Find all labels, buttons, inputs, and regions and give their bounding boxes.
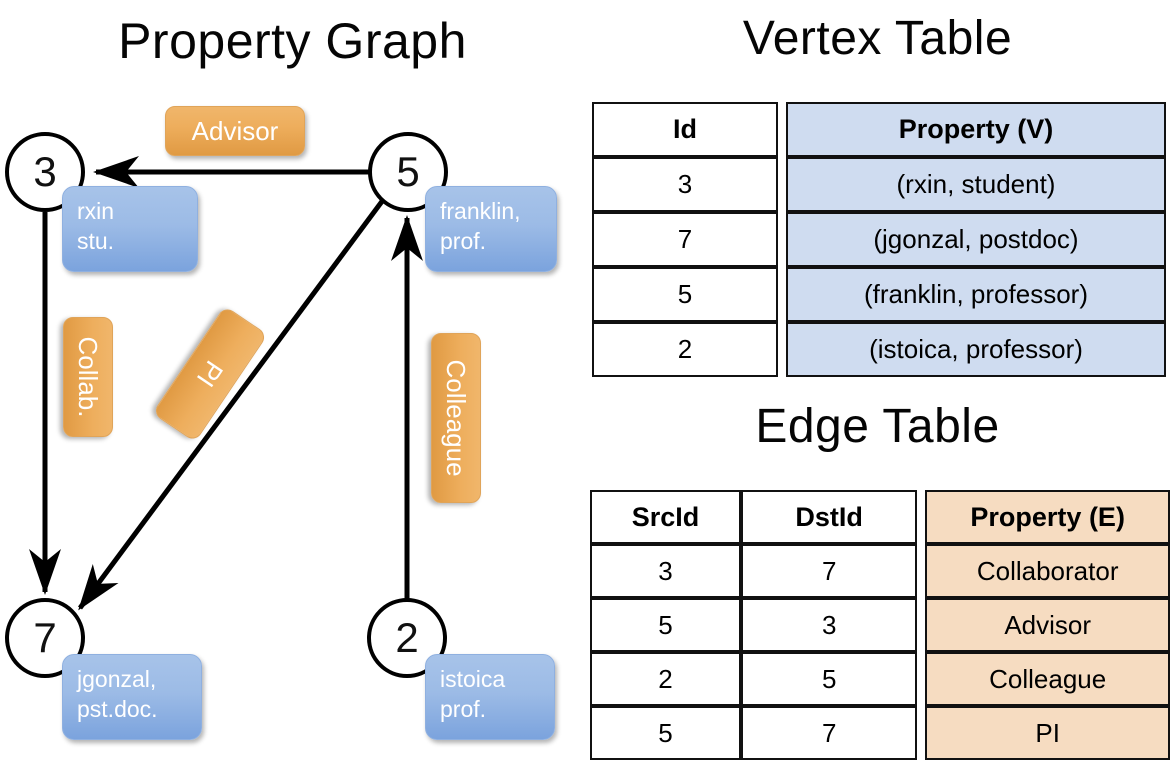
column-gap (917, 652, 925, 706)
table-header-row: Id Property (V) (592, 102, 1166, 157)
node-property-line: rxin (77, 198, 115, 224)
edge-cell-dstid: 5 (740, 652, 918, 706)
edge-cell-dstid: 3 (740, 598, 918, 652)
table-row[interactable]: 5 3 Advisor (590, 598, 1170, 652)
table-row[interactable]: 3 (rxin, student) (592, 157, 1166, 212)
column-gap (778, 322, 786, 377)
node-property-line: stu. (77, 228, 115, 254)
vertex-cell-property: (franklin, professor) (786, 267, 1166, 322)
table-row[interactable]: 7 (jgonzal, postdoc) (592, 212, 1166, 267)
node-property-line: franklin, (440, 198, 521, 224)
table-row[interactable]: 2 5 Colleague (590, 652, 1170, 706)
vertex-table: Id Property (V) 3 (rxin, student) 7 (jgo… (592, 102, 1166, 377)
edge-cell-property: Collaborator (925, 544, 1170, 598)
property-graph-diagram: 3 5 7 2 rxin stu. franklin, prof. jgonza… (5, 106, 557, 740)
table-header-row: SrcId DstId Property (E) (590, 490, 1170, 544)
node-property-line: istoica (440, 666, 506, 692)
edge-label-advisor: Advisor (165, 106, 305, 156)
column-gap (778, 267, 786, 322)
column-gap (778, 157, 786, 212)
column-gap (917, 598, 925, 652)
node-property-box-7: jgonzal, pst.doc. (62, 654, 202, 740)
node-property-line: pst.doc. (77, 696, 158, 722)
edge-label-collab: Collab. (63, 317, 113, 437)
edge-cell-property: PI (925, 706, 1170, 760)
column-gap (778, 102, 786, 157)
page-title-property-graph: Property Graph (118, 13, 467, 69)
edge-cell-srcid: 3 (590, 544, 741, 598)
vertex-header-id: Id (592, 102, 778, 157)
vertex-cell-id: 2 (592, 322, 778, 377)
graph-node-5[interactable]: 5 (368, 132, 448, 212)
edge-header-dstid: DstId (740, 490, 918, 544)
node-property-box-3: rxin stu. (62, 186, 198, 272)
column-gap (917, 490, 925, 544)
table-row[interactable]: 5 7 PI (590, 706, 1170, 760)
edge-line-5-to-7 (77, 198, 386, 611)
vertex-cell-property: (rxin, student) (786, 157, 1166, 212)
edge-cell-dstid: 7 (740, 706, 918, 760)
edge-cell-srcid: 5 (590, 706, 741, 760)
table-row[interactable]: 5 (franklin, professor) (592, 267, 1166, 322)
vertex-cell-property: (jgonzal, postdoc) (786, 212, 1166, 267)
column-gap (917, 706, 925, 760)
node-property-box-2: istoica prof. (425, 654, 555, 740)
edge-cell-srcid: 5 (590, 598, 741, 652)
edge-header-property: Property (E) (925, 490, 1170, 544)
column-gap (917, 544, 925, 598)
edge-cell-property: Advisor (925, 598, 1170, 652)
column-gap (778, 212, 786, 267)
node-property-line: jgonzal, (77, 666, 157, 692)
table-row[interactable]: 3 7 Collaborator (590, 544, 1170, 598)
table-row[interactable]: 2 (istoica, professor) (592, 322, 1166, 377)
graph-node-2[interactable]: 2 (367, 598, 447, 678)
edge-cell-srcid: 2 (590, 652, 741, 706)
node-property-line: prof. (440, 696, 487, 722)
graph-edge-lines (29, 156, 423, 611)
vertex-cell-id: 3 (592, 157, 778, 212)
vertex-cell-id: 5 (592, 267, 778, 322)
vertex-header-property: Property (V) (786, 102, 1166, 157)
edge-cell-property: Colleague (925, 652, 1170, 706)
edge-cell-dstid: 7 (740, 544, 918, 598)
vertex-cell-property: (istoica, professor) (786, 322, 1166, 377)
edge-header-srcid: SrcId (590, 490, 741, 544)
page-title-vertex-table: Vertex Table (742, 12, 1013, 65)
vertex-cell-id: 7 (592, 212, 778, 267)
node-property-line: prof. (440, 228, 487, 254)
node-property-box-5: franklin, prof. (425, 186, 557, 272)
edge-table: SrcId DstId Property (E) 3 7 Collaborato… (590, 490, 1170, 760)
edge-label-colleague: Colleague (431, 333, 481, 503)
page-title-edge-table: Edge Table (755, 400, 1000, 453)
